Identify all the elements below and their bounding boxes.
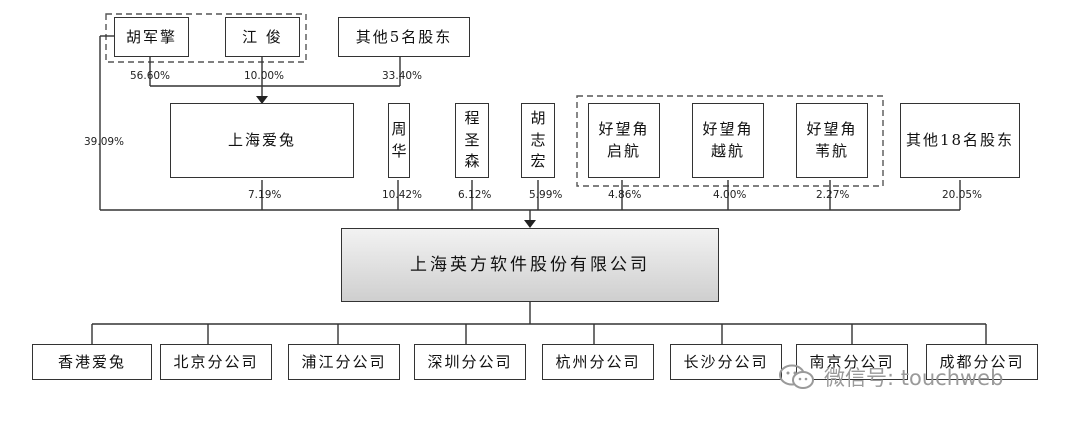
char: 胡 [530, 108, 546, 127]
line: 好望角 [702, 119, 754, 138]
shareholder-jiang-jun: 江 俊 [225, 17, 300, 57]
subsidiary-label: 香港爱兔 [57, 352, 126, 371]
subsidiary-4: 杭州分公司 [542, 344, 654, 380]
shareholder-label: 江 俊 [242, 27, 283, 46]
char: 华 [391, 141, 407, 160]
shareholder-other-5: 其他5名股东 [338, 17, 470, 57]
char: 周 [391, 119, 407, 138]
watermark: 微信号: touchweb [778, 362, 1003, 392]
subsidiary-label: 杭州分公司 [555, 352, 641, 371]
char: 圣 [464, 130, 480, 149]
line: 苇航 [814, 141, 849, 160]
char: 志 [530, 130, 546, 149]
char: 程 [464, 108, 480, 127]
char: 森 [464, 152, 480, 171]
line: 好望角 [598, 119, 650, 138]
subsidiary-label: 长沙分公司 [683, 352, 769, 371]
subsidiary-1: 北京分公司 [160, 344, 272, 380]
pct-shanghai-aimian: 7.19% [248, 189, 282, 201]
pct-hwj-yuehang: 4.00% [713, 189, 747, 201]
company-box: 上海英方软件股份有限公司 [341, 228, 719, 302]
shareholder-hwj-qihang: 好望角 启航 [588, 103, 660, 178]
subsidiary-3: 深圳分公司 [414, 344, 526, 380]
subsidiary-5: 长沙分公司 [670, 344, 782, 380]
line: 好望角 [806, 119, 858, 138]
line: 启航 [606, 141, 641, 160]
shareholder-zhou-hua: 周 华 [388, 103, 410, 178]
company-name: 上海英方软件股份有限公司 [410, 254, 650, 275]
shareholder-hwj-yuehang: 好望角 越航 [692, 103, 764, 178]
pct-hu-junqing: 56.60% [130, 70, 171, 82]
pct-hu-junqing-direct: 39.09% [84, 136, 125, 148]
pct-cheng-shengsen: 6.12% [458, 189, 492, 201]
subsidiary-label: 成都分公司 [939, 352, 1025, 371]
pct-hwj-qihang: 4.86% [608, 189, 642, 201]
subsidiary-0: 香港爱兔 [32, 344, 152, 380]
char: 宏 [530, 152, 546, 171]
pct-other-5: 33.40% [382, 70, 423, 82]
wechat-icon [779, 364, 814, 389]
subsidiary-label: 南京分公司 [809, 352, 895, 371]
shareholder-hwj-xiaohang: 好望角 苇航 [796, 103, 868, 178]
pct-zhou-hua: 10.42% [382, 189, 423, 201]
pct-hwj-xiaohang: 2.27% [816, 189, 850, 201]
pct-other-18: 20.05% [942, 189, 983, 201]
subsidiary-7: 成都分公司 [926, 344, 1038, 380]
shareholder-label: 上海爱兔 [227, 131, 296, 150]
shareholder-shanghai-aimian: 上海爱兔 [170, 103, 354, 178]
shareholder-label: 胡军擎 [125, 27, 177, 46]
line: 越航 [710, 141, 745, 160]
watermark-text: 微信号: touchweb [824, 366, 1004, 390]
subsidiary-label: 北京分公司 [173, 352, 259, 371]
subsidiary-2: 浦江分公司 [288, 344, 400, 380]
shareholder-label: 其他18名股东 [905, 131, 1015, 150]
shareholder-other-18: 其他18名股东 [900, 103, 1020, 178]
shareholder-label: 其他5名股东 [355, 27, 453, 46]
subsidiary-label: 浦江分公司 [301, 352, 387, 371]
pct-jiang-jun: 10.00% [244, 70, 285, 82]
shareholder-cheng-shengsen: 程 圣 森 [455, 103, 489, 178]
shareholder-hu-zhihong: 胡 志 宏 [521, 103, 555, 178]
subsidiary-6: 南京分公司 [796, 344, 908, 380]
pct-hu-zhihong: 5.99% [529, 189, 563, 201]
subsidiary-label: 深圳分公司 [427, 352, 513, 371]
shareholder-hu-junqing: 胡军擎 [114, 17, 189, 57]
